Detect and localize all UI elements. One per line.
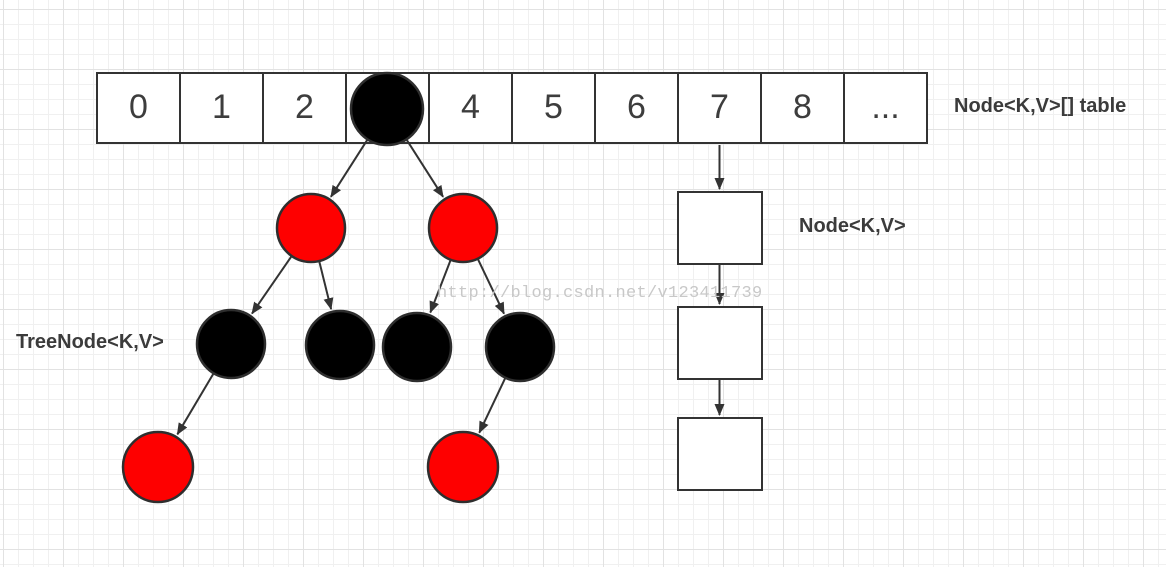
tree-edge-black-4-to-red-leaf-right [478, 378, 506, 434]
array-label: Node<K,V>[] table [954, 95, 1127, 117]
watermark-text: http://blog.csdn.net/v123411739 [437, 284, 763, 303]
array-cell-4 [428, 72, 513, 144]
array-cell-4-label: 4 [461, 88, 480, 126]
list-node-box-1 [677, 191, 763, 265]
tree-node-red-right [427, 192, 499, 264]
tree-node-black-2 [304, 309, 376, 381]
tree-edge-root-to-red-right [406, 139, 444, 198]
array-cell-1 [179, 72, 264, 144]
tree-edge-red-right-to-black-3 [429, 260, 452, 314]
array-cell-8-label: 8 [793, 88, 812, 126]
tree-node-black-4 [484, 311, 556, 383]
array-cell-7 [677, 72, 762, 144]
tree-node-black-3 [381, 311, 453, 383]
list-node-box-2 [677, 306, 763, 380]
tree-edge-root-to-red-left [330, 139, 368, 198]
array-cell-5 [511, 72, 596, 144]
array-cell-0 [96, 72, 181, 144]
tree-node-root [349, 71, 425, 147]
tree-node-label: TreeNode<K,V> [16, 331, 164, 353]
linked-list-label: Node<K,V> [799, 215, 906, 237]
array-cell-2-label: 2 [295, 88, 314, 126]
tree-node-red-left [275, 192, 347, 264]
array-cell-2 [262, 72, 347, 144]
array-cell-5-label: 5 [544, 88, 563, 126]
array-cell-7-label: 7 [710, 88, 729, 126]
array-cell-9-label: ... [871, 88, 899, 126]
array-cell-8 [760, 72, 845, 144]
tree-node-red-leaf-right [426, 430, 500, 504]
array-cell-1-label: 1 [212, 88, 231, 126]
tree-edge-black-1-to-red-leaf-left [176, 373, 214, 436]
array-cell-6-label: 6 [627, 88, 646, 126]
tree-edge-red-left-to-black-2 [318, 261, 334, 311]
tree-edge-red-left-to-black-1 [251, 256, 292, 315]
tree-node-black-1 [195, 308, 267, 380]
array-cell-9 [843, 72, 928, 144]
tree-edge-red-right-to-black-4 [477, 259, 505, 315]
list-node-box-3 [677, 417, 763, 491]
tree-node-red-leaf-left [121, 430, 195, 504]
array-cell-0-label: 0 [129, 88, 148, 126]
